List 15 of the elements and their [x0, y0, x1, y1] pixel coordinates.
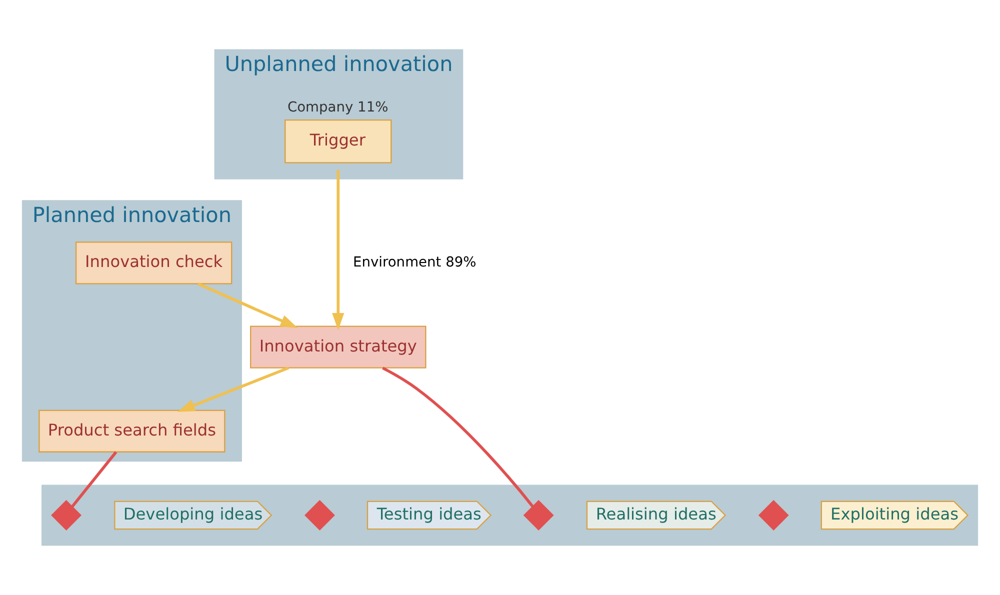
node-diamond — [758, 500, 789, 530]
arrow — [197, 282, 298, 328]
node-label: Company 11% — [287, 100, 388, 116]
node-diamond — [51, 500, 82, 530]
node-box: Innovation check — [76, 242, 232, 284]
arrow — [178, 366, 290, 412]
connector — [71, 451, 118, 508]
node-box: Innovation strategy — [250, 326, 426, 368]
node-diamond — [523, 500, 554, 530]
node-diamond — [304, 500, 335, 530]
connector — [382, 366, 534, 508]
edge-label: Environment 89% — [352, 254, 476, 271]
arrow — [332, 170, 344, 330]
cluster — [42, 484, 978, 546]
node-box: Product search fields — [38, 410, 226, 452]
